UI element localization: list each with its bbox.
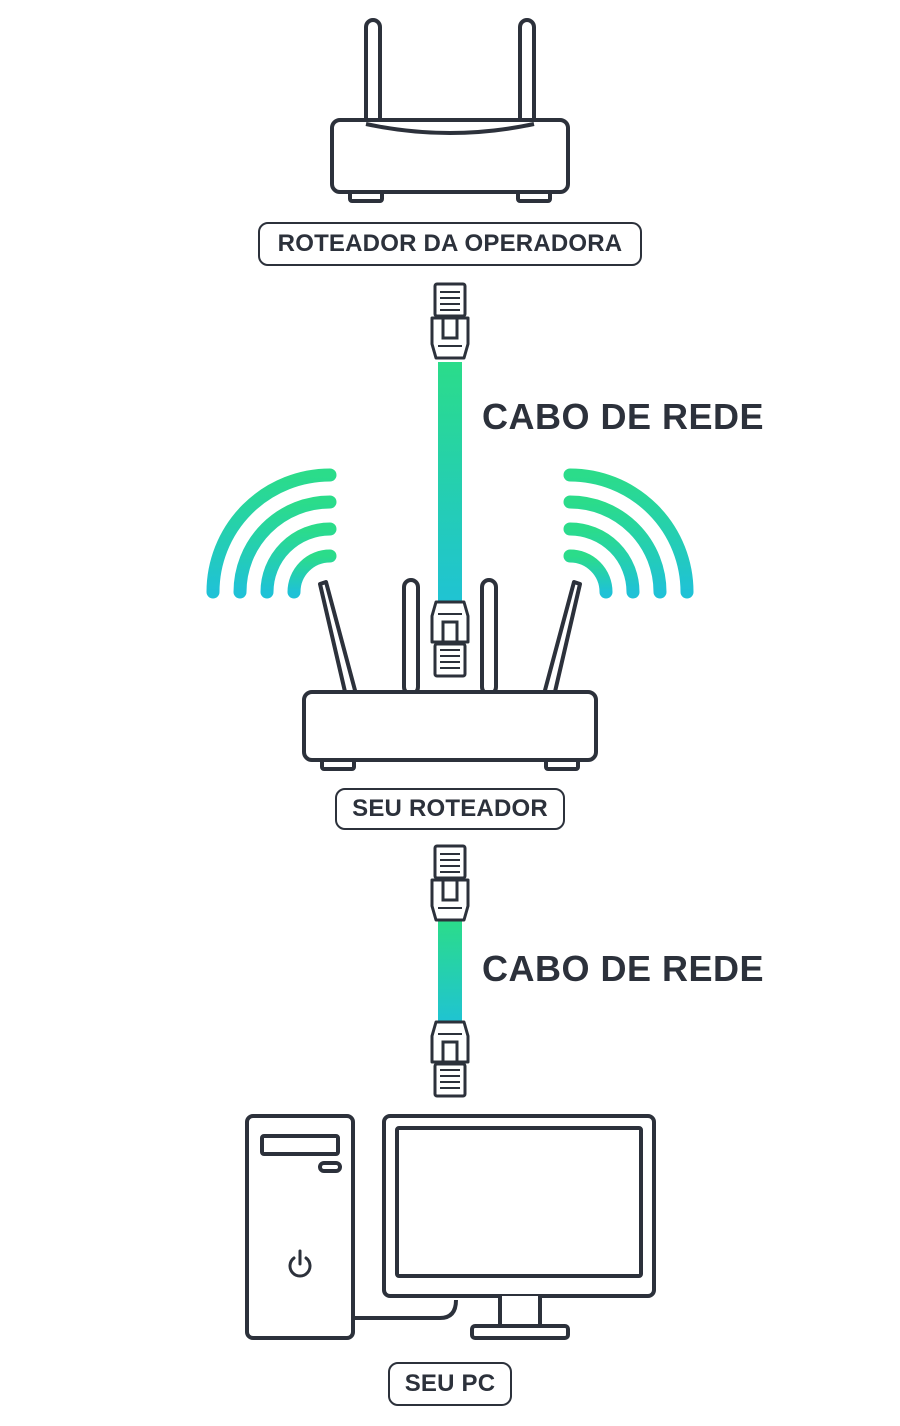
monitor-icon — [382, 1114, 656, 1340]
cable-label-bottom: CABO DE REDE — [482, 948, 765, 989]
rj45-connector-icon — [430, 282, 470, 360]
network-cable-bottom — [430, 844, 470, 1098]
rj45-connector-icon — [430, 844, 470, 922]
computer-tower-icon — [245, 1114, 458, 1340]
your-router-icon — [302, 578, 598, 771]
isp-router-label: ROTEADOR DA OPERADORA — [258, 222, 642, 266]
isp-router-icon — [330, 18, 570, 203]
power-icon — [288, 1249, 312, 1278]
rj45-connector-icon — [430, 1020, 470, 1098]
wifi-waves-left-icon — [206, 468, 337, 599]
wifi-waves-right-icon — [563, 468, 694, 599]
your-router-label: SEU ROTEADOR — [335, 788, 565, 830]
your-pc-label: SEU PC — [388, 1362, 512, 1406]
network-cable-top — [430, 282, 470, 678]
rj45-connector-icon — [430, 600, 470, 678]
cable-label-top: CABO DE REDE — [482, 396, 765, 437]
